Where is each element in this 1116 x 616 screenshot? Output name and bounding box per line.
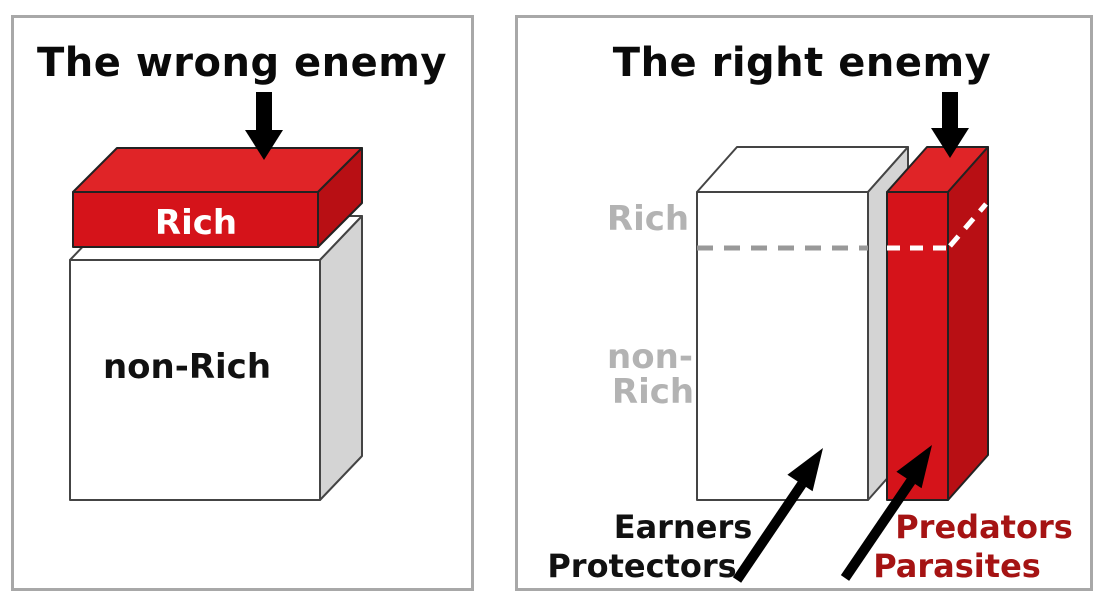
predators-divider-dashed-line-side	[948, 202, 988, 248]
down-arrow-shaft	[256, 92, 272, 132]
right-panel-figure: The right enemy Rich non- Rich Earn	[547, 40, 1073, 585]
left-panel-figure: The wrong enemy non-Rich Rich	[37, 40, 447, 501]
non-rich-section-label-line1: non-	[607, 337, 693, 377]
non-rich-box-side-face	[319, 215, 363, 501]
down-arrow-head	[931, 128, 969, 158]
earners-label: Earners	[614, 508, 753, 546]
predators-arrow-icon	[840, 445, 932, 581]
earners-box	[696, 146, 909, 501]
predators-box-front-face	[886, 191, 949, 501]
rich-section-label: Rich	[607, 199, 689, 239]
non-rich-box-front-face	[69, 259, 321, 501]
rich-box-front-face	[72, 191, 319, 248]
rich-box	[72, 147, 363, 248]
non-rich-section-label-line2: Rich	[612, 372, 694, 412]
earners-arrow-head	[787, 448, 823, 492]
predators-arrow-shaft	[840, 478, 916, 581]
protectors-label: Protectors	[547, 547, 736, 585]
earners-box-front-face	[696, 191, 869, 501]
right-panel: The right enemy Rich non- Rich Earn	[515, 15, 1093, 591]
non-rich-label: non-Rich	[103, 347, 271, 387]
earners-arrow-icon	[732, 448, 823, 583]
parasites-label: Parasites	[873, 547, 1041, 585]
predators-box-side-face	[947, 146, 989, 501]
right-panel-title: The right enemy	[613, 40, 991, 86]
down-arrow-head	[245, 130, 283, 160]
non-rich-box	[69, 215, 363, 501]
predators-label: Predators	[895, 508, 1073, 546]
predators-box	[886, 146, 989, 501]
left-panel-title: The wrong enemy	[37, 40, 447, 86]
earners-arrow-shaft	[732, 481, 807, 583]
rich-label: Rich	[155, 203, 237, 243]
down-arrow-shaft	[942, 92, 958, 128]
down-arrow-icon	[931, 92, 969, 158]
left-panel: The wrong enemy non-Rich Rich	[11, 15, 474, 591]
down-arrow-icon	[245, 92, 283, 160]
predators-arrow-head	[896, 445, 932, 489]
rich-box-top-face	[72, 147, 363, 193]
